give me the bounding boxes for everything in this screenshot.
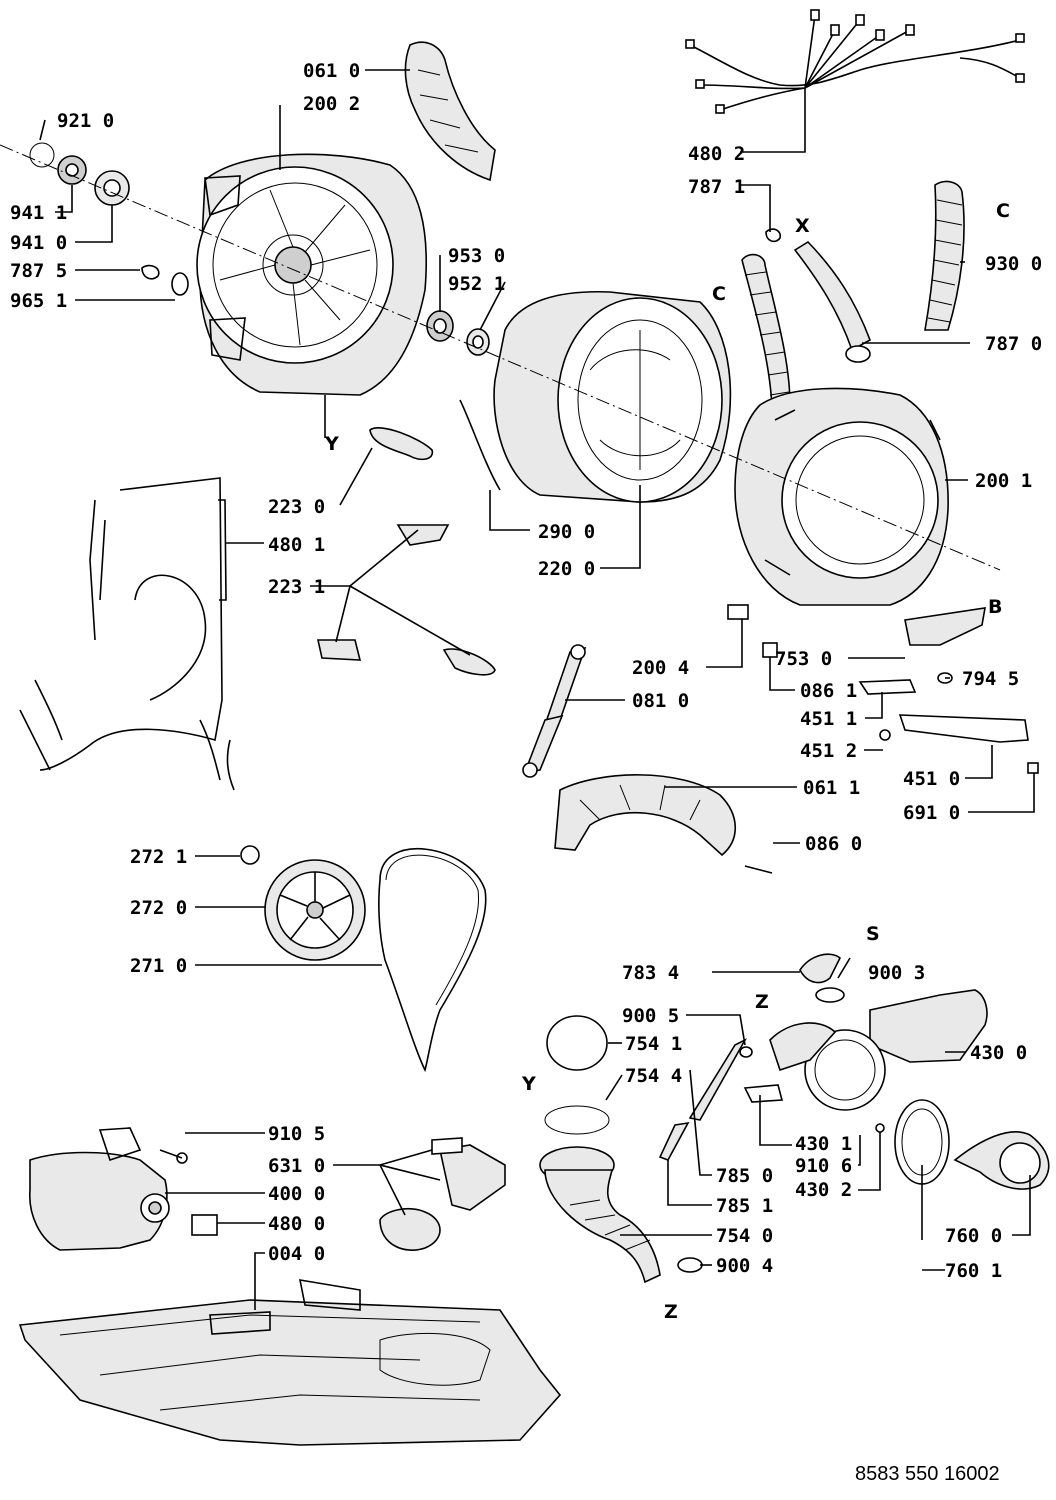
- part-label: 760 1: [945, 1260, 1002, 1282]
- part-label: 754 0: [716, 1225, 773, 1247]
- part-label: 200 4: [632, 657, 689, 679]
- part-label: 480 1: [268, 534, 325, 556]
- drum-drawing: [459, 290, 732, 503]
- part-label: 004 0: [268, 1243, 325, 1265]
- part-labels: 061 0 200 2 921 0 941 1 941 0 787 5 965 …: [10, 60, 1042, 1282]
- part-label: 272 1: [130, 846, 187, 868]
- part-label: 794 5: [962, 668, 1019, 690]
- part-label: 200 1: [975, 470, 1032, 492]
- hoses-right-drawing: [741, 180, 965, 409]
- counterweight-top-drawing: [404, 41, 496, 182]
- part-label: 910 6: [795, 1155, 852, 1177]
- part-label: 900 4: [716, 1255, 773, 1277]
- front-tub-drawing: [734, 387, 949, 606]
- part-label: 952 1: [448, 273, 505, 295]
- part-label: 061 1: [803, 777, 860, 799]
- part-label: 941 1: [10, 202, 67, 224]
- part-label: 753 0: [775, 648, 832, 670]
- counterweight-bottom-drawing: [554, 774, 736, 857]
- part-label: 965 1: [10, 290, 67, 312]
- part-label: 900 3: [868, 962, 925, 984]
- part-label: 787 5: [10, 260, 67, 282]
- shock-absorber-drawing: [522, 644, 587, 778]
- part-label: 430 2: [795, 1179, 852, 1201]
- bracket-drawing: [379, 1137, 506, 1251]
- bearing-seal-drawing: [29, 142, 490, 356]
- part-label: 785 1: [716, 1195, 773, 1217]
- part-label: 086 1: [800, 680, 857, 702]
- document-number: 8583 550 16002: [855, 1463, 1000, 1485]
- callout-letter: Z: [664, 1301, 678, 1323]
- harness-left-drawing: [19, 477, 235, 791]
- part-label: 480 2: [688, 143, 745, 165]
- part-label: 754 1: [625, 1033, 682, 1055]
- base-plate-drawing: [18, 1279, 562, 1446]
- part-label: 290 0: [538, 521, 595, 543]
- callout-letters: X C C Y B S Z Y Z: [324, 200, 1010, 1323]
- part-label: 941 0: [10, 232, 67, 254]
- part-label: 900 5: [622, 1005, 679, 1027]
- part-label: 451 2: [800, 740, 857, 762]
- part-label: 754 4: [625, 1065, 682, 1087]
- part-label: 691 0: [903, 802, 960, 824]
- callout-letter: Y: [324, 433, 339, 455]
- part-label: 400 0: [268, 1183, 325, 1205]
- part-label: 451 1: [800, 708, 857, 730]
- callout-letter: X: [795, 215, 810, 237]
- filter-drawing: [894, 1099, 1050, 1190]
- part-label: 086 0: [805, 833, 862, 855]
- part-label: 223 0: [268, 496, 325, 518]
- pulley-belt-drawing: [240, 845, 487, 1073]
- callout-letter: C: [996, 200, 1010, 222]
- part-label: 430 0: [970, 1042, 1027, 1064]
- callout-letter: S: [866, 923, 880, 945]
- part-label: 271 0: [130, 955, 187, 977]
- part-label: 451 0: [903, 768, 960, 790]
- drain-pump-drawing: [743, 953, 988, 1133]
- callout-letter: C: [712, 283, 726, 305]
- part-label: 223 1: [268, 576, 325, 598]
- part-label: 910 5: [268, 1123, 325, 1145]
- part-label: 631 0: [268, 1155, 325, 1177]
- part-label: 787 0: [985, 333, 1042, 355]
- part-label: 200 2: [303, 93, 360, 115]
- leader-lines: [39, 69, 1035, 1310]
- drain-hose-drawing: [539, 1015, 753, 1284]
- part-label: 930 0: [985, 253, 1042, 275]
- small-parts-drawing: [317, 427, 1039, 874]
- callout-letter: Z: [755, 991, 769, 1013]
- part-label: 061 0: [303, 60, 360, 82]
- harness-top-drawing: [685, 9, 1025, 114]
- part-label: 785 0: [716, 1165, 773, 1187]
- motor-drawing: [29, 1127, 218, 1251]
- assembly-axis-line: [0, 144, 1001, 571]
- callout-letter: B: [988, 596, 1002, 618]
- part-label: 220 0: [538, 558, 595, 580]
- part-label: 953 0: [448, 245, 505, 267]
- part-label: 480 0: [268, 1213, 325, 1235]
- callout-letter: Y: [521, 1073, 536, 1095]
- part-label: 760 0: [945, 1225, 1002, 1247]
- part-label: 430 1: [795, 1133, 852, 1155]
- part-label: 272 0: [130, 897, 187, 919]
- part-label: 783 4: [622, 962, 679, 984]
- part-label: 921 0: [57, 110, 114, 132]
- part-label: 081 0: [632, 690, 689, 712]
- rear-tub-drawing: [196, 153, 428, 396]
- part-label: 787 1: [688, 176, 745, 198]
